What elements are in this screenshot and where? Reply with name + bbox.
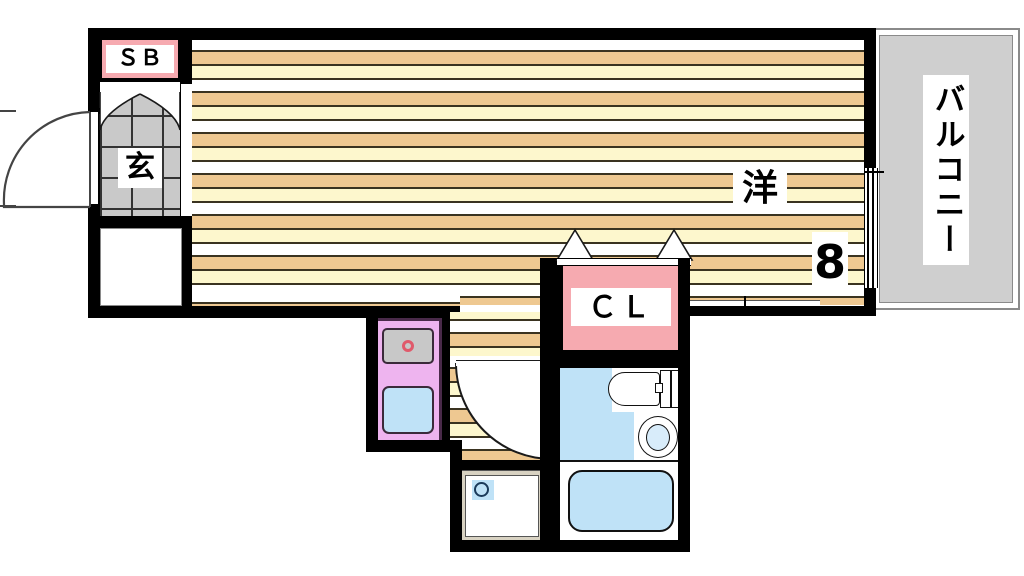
- shoe-box-label: ＳＢ: [106, 45, 174, 73]
- wash-basin-inner-bowl: [646, 424, 670, 451]
- sliding-door-tick-top: [858, 171, 884, 173]
- sliding-door-rail-a: [867, 168, 869, 288]
- main-room-size-label: 8: [812, 232, 848, 292]
- front-door-leaf-strip: [90, 112, 98, 204]
- closet-label: ＣＬ: [571, 288, 671, 326]
- toilet-bowl: [608, 372, 660, 406]
- wall-bath-bottom: [540, 540, 690, 552]
- left-white-box-fill: [100, 228, 182, 306]
- kitchen-sink: [382, 386, 434, 434]
- entrance-folding-door-arcs: [99, 92, 181, 131]
- wall-main-bottom-right: [690, 306, 876, 316]
- toilet-flush-handle: [655, 383, 663, 393]
- front-door-jamb-top: [88, 108, 100, 114]
- entrance-right-jamb: [180, 28, 192, 84]
- washer-water-tap-icon: [474, 482, 489, 497]
- front-door-hinge-tick-bottom: [0, 205, 16, 207]
- front-door-hinge-tick-top: [0, 110, 16, 112]
- wall-washer-left: [450, 440, 462, 552]
- entrance-label: 玄: [118, 148, 162, 188]
- wall-kitchen-left: [366, 306, 378, 452]
- stove-burner-ring: [402, 340, 414, 352]
- wall-bath-left: [540, 258, 552, 552]
- bathtub: [568, 470, 674, 532]
- bath-zone-divider: [560, 460, 682, 462]
- wall-right-upper-seg: [864, 28, 876, 168]
- sliding-door-rail-b: [872, 168, 874, 288]
- wall-bath-right: [678, 258, 690, 552]
- interior-window-tick: [744, 296, 746, 312]
- closet-door-track: [557, 258, 691, 266]
- front-door-swing-arc: [2, 110, 91, 209]
- wall-top-main: [88, 28, 876, 40]
- main-room-label: 洋: [733, 166, 787, 212]
- wall-closet-bottom: [540, 350, 690, 362]
- balcony-label: バルコニー: [923, 75, 969, 265]
- wall-kitchen-bottom: [366, 440, 462, 452]
- toilet-tank-divider: [670, 370, 672, 408]
- wall-washer-bottom: [450, 540, 552, 552]
- interior-door-leaf: [456, 360, 552, 366]
